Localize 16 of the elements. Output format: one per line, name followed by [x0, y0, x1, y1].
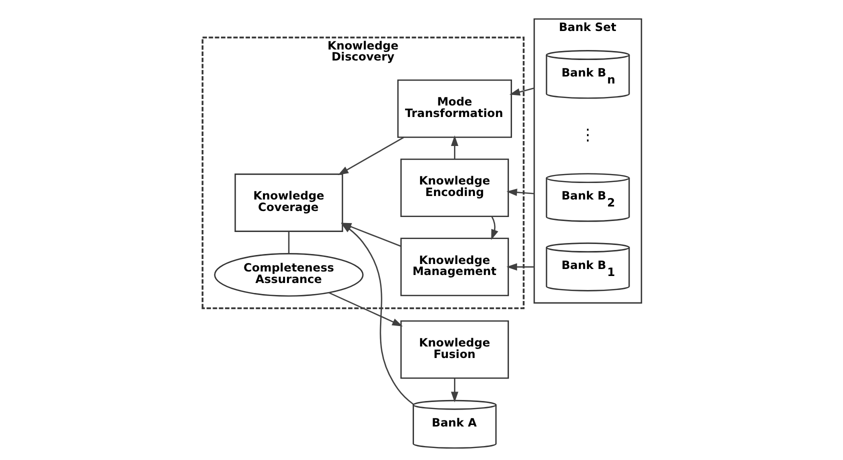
arrow	[506, 263, 534, 271]
arrow	[506, 188, 534, 196]
arrow	[337, 136, 404, 176]
arrow	[508, 88, 534, 96]
node-box: Knowledge Management	[400, 238, 508, 296]
node-box: Knowledge Fusion	[400, 320, 508, 379]
connector	[288, 232, 289, 254]
node-ellipse: Completeness Assurance	[214, 253, 364, 297]
label: ⋮	[579, 124, 596, 144]
node-box: Mode Transformation	[396, 79, 512, 138]
arrow	[450, 135, 458, 160]
node-box: Knowledge Coverage	[234, 174, 343, 232]
arrow	[328, 292, 402, 326]
node-box: Knowledge Encoding	[400, 158, 508, 218]
arrow	[450, 378, 458, 402]
arrow	[490, 216, 498, 240]
